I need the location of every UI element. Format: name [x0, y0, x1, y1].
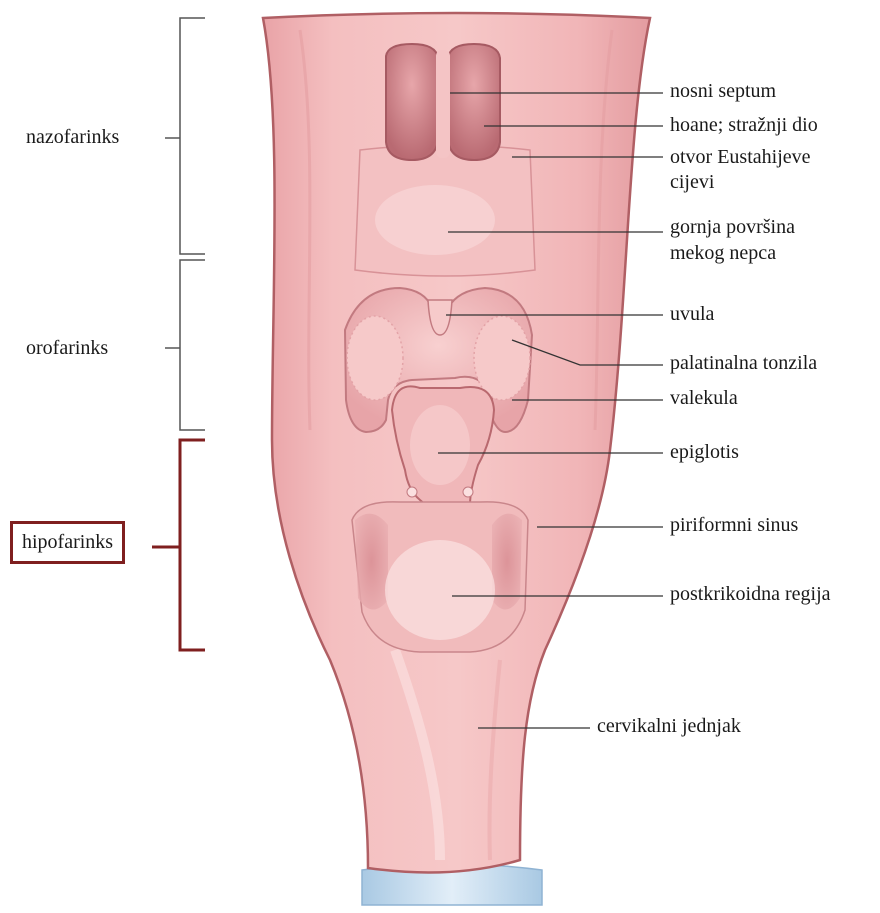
label-mekog-nepca-line1: gornja površina — [670, 215, 795, 239]
label-uvula: uvula — [670, 302, 714, 326]
choana-right — [448, 44, 500, 160]
label-postkrikoidna: postkrikoidna regija — [670, 582, 831, 606]
label-epiglotis: epiglotis — [670, 440, 739, 464]
bracket-orofarinks — [165, 260, 205, 430]
choana-left — [386, 44, 438, 160]
label-nosni-septum: nosni septum — [670, 79, 776, 103]
label-piriformni: piriformni sinus — [670, 513, 798, 537]
label-eustahijeve-line1: otvor Eustahijeve — [670, 145, 811, 169]
label-eustahijeve-line2: cijevi — [670, 170, 714, 194]
region-orofarinks: orofarinks — [26, 337, 108, 360]
bracket-nazofarinks — [165, 18, 205, 254]
label-valekula: valekula — [670, 386, 738, 410]
label-mekog-nepca-line2: mekog nepca — [670, 241, 776, 265]
region-nazofarinks: nazofarinks — [26, 126, 119, 149]
nasal-septum — [436, 50, 450, 158]
tonsil-left — [347, 316, 403, 400]
postcricoid-region — [385, 540, 495, 640]
tonsil-right — [474, 316, 530, 400]
label-tonzila: palatinalna tonzila — [670, 351, 817, 375]
region-hipofarinks: hipofarinks — [10, 521, 125, 564]
piriform-sinus-left — [355, 514, 388, 610]
label-jednjak: cervikalni jednjak — [597, 714, 741, 738]
piriform-sinus-right — [492, 514, 522, 610]
label-hoane: hoane; stražnji dio — [670, 113, 818, 137]
bracket-hipofarinks — [152, 440, 205, 650]
